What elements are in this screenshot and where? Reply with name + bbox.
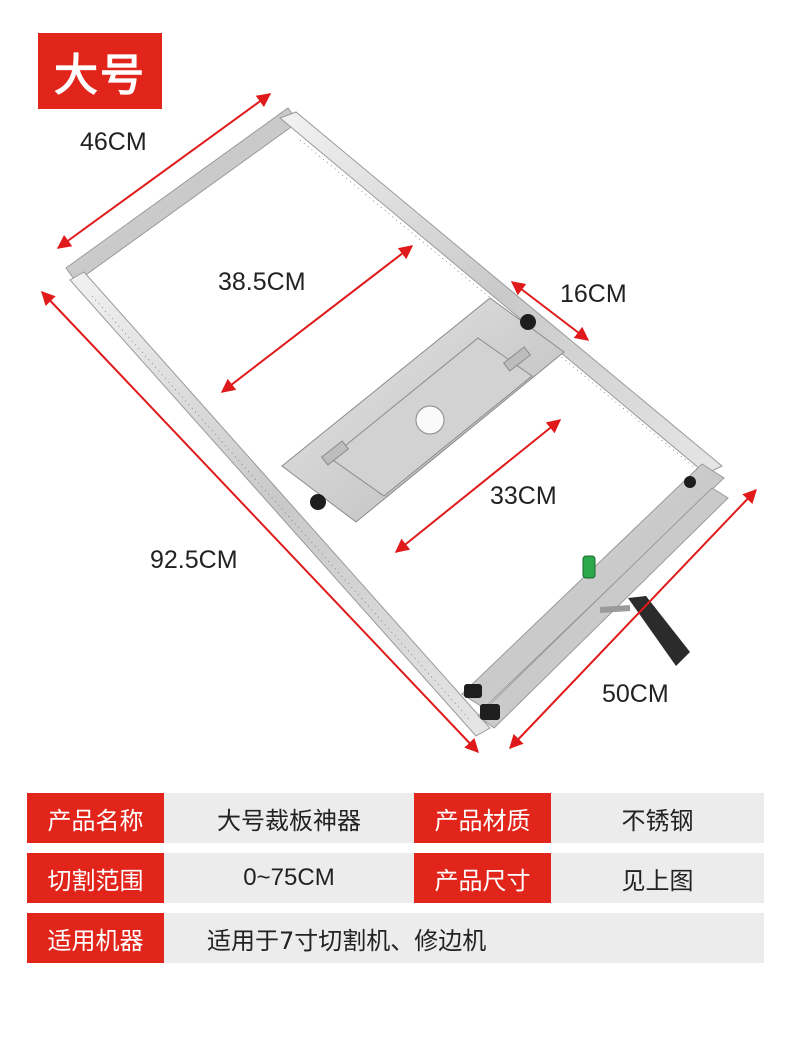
product-illustration bbox=[41, 93, 757, 754]
arrow-50cm bbox=[509, 488, 757, 750]
arrow-33cm bbox=[394, 419, 562, 553]
spec-value-machine: 适用于7寸切割机、修边机 bbox=[207, 926, 487, 955]
spec-value-product-name: 大号裁板神器 bbox=[217, 806, 361, 835]
spec-label-cut-range: 切割范围 bbox=[27, 853, 164, 903]
spec-value-cut-range: 0~75CM bbox=[243, 864, 335, 891]
spec-row-machine: 适用机器 适用于7寸切割机、修边机 bbox=[27, 913, 764, 963]
dimension-label-16cm: 16CM bbox=[560, 280, 627, 308]
spec-row-range: 切割范围 0~75CM 产品尺寸 见上图 bbox=[27, 853, 764, 903]
spec-label-size: 产品尺寸 bbox=[414, 853, 551, 903]
dimension-label-46cm: 46CM bbox=[80, 128, 147, 156]
spec-value-size: 见上图 bbox=[621, 866, 694, 895]
dimension-arrows bbox=[41, 93, 757, 754]
dimension-label-50cm: 50CM bbox=[602, 680, 669, 708]
dimension-label-92-5cm: 92.5CM bbox=[150, 546, 238, 574]
spec-value-material: 不锈钢 bbox=[621, 806, 694, 835]
bubble-level-icon bbox=[582, 555, 596, 579]
arrow-46cm bbox=[56, 93, 272, 249]
spec-label-machine: 适用机器 bbox=[27, 913, 164, 963]
dimension-label-33cm: 33CM bbox=[490, 482, 557, 510]
spec-label-material: 产品材质 bbox=[414, 793, 551, 843]
spec-row-name: 产品名称 大号裁板神器 产品材质 不锈钢 bbox=[27, 793, 764, 843]
spec-label-product-name: 产品名称 bbox=[27, 793, 164, 843]
arrow-92-5cm bbox=[41, 290, 479, 754]
dimension-label-38-5cm: 38.5CM bbox=[218, 268, 306, 296]
arrow-16cm bbox=[510, 281, 590, 341]
